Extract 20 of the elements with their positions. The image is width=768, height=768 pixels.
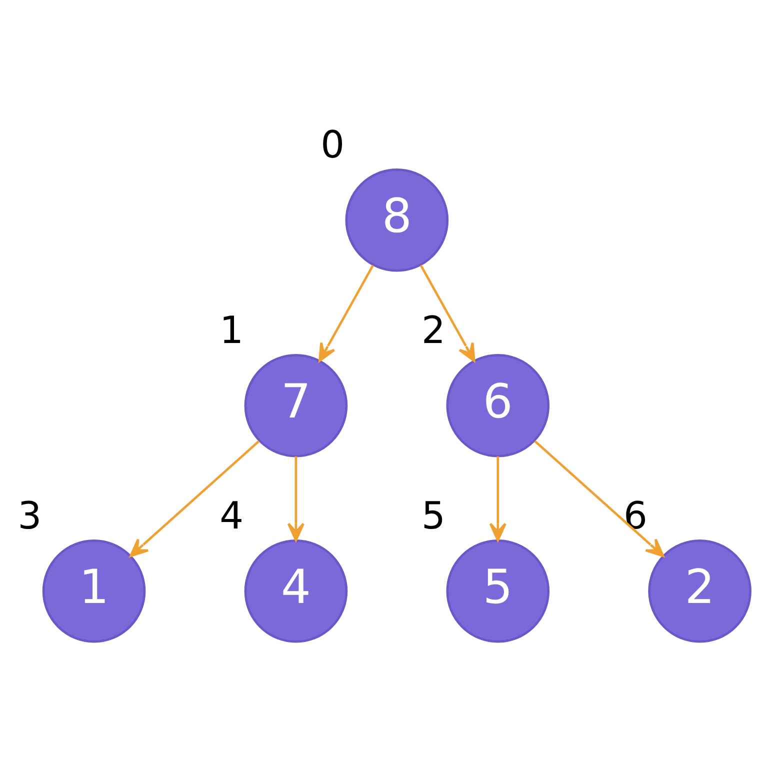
arrow	[534, 440, 664, 556]
node-circle: 2	[648, 538, 752, 642]
node-label: 1	[220, 307, 244, 352]
node-circle: 6	[446, 353, 550, 457]
arrow	[318, 264, 374, 362]
node-label: 0	[320, 122, 344, 166]
arrow	[489, 456, 506, 541]
node-label: 6	[624, 492, 648, 537]
arrow	[420, 264, 476, 362]
node-circle: 1	[42, 538, 146, 642]
node-label: 2	[422, 307, 446, 352]
arrow	[287, 456, 305, 541]
node-circle: 8	[345, 168, 449, 272]
node-label: 3	[18, 492, 42, 537]
arrow	[130, 440, 260, 556]
node-circle: 5	[446, 538, 550, 642]
node-label: 4	[220, 492, 244, 537]
node-label: 5	[422, 492, 446, 537]
node-circle: 7	[244, 353, 348, 457]
node-circle: 4	[244, 538, 348, 642]
